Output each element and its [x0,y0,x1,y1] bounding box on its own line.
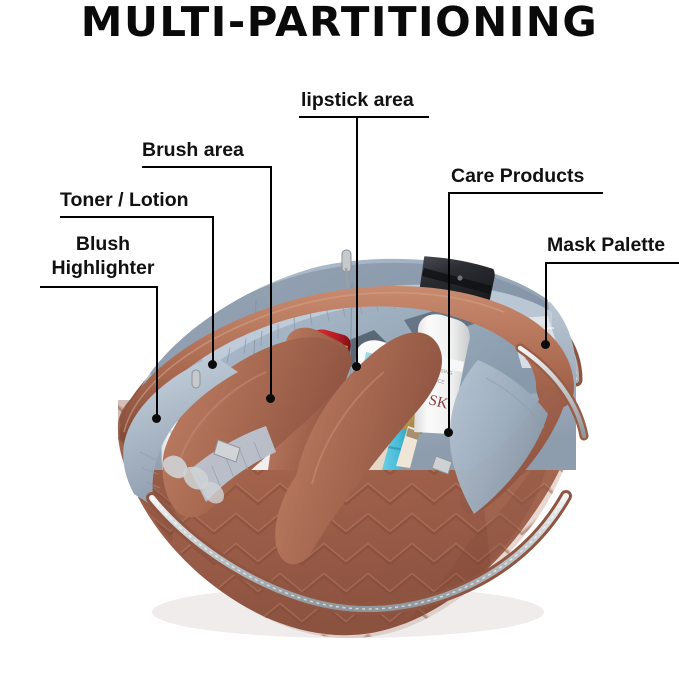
callout-label-toner-lotion: Toner / Lotion [60,189,189,211]
callout-rule [40,286,158,288]
callout-endpoint-dot [444,428,453,437]
callout-label-highlighter: Highlighter [51,257,155,279]
callout-label-mask-palette: Mask Palette [547,234,666,256]
callout-label-blush: Blush [75,233,131,255]
front-left-lining [123,356,238,508]
callout-rule [299,116,429,118]
callout-rule [448,192,603,194]
callout-endpoint-dot [152,414,161,423]
callout-rule [60,216,214,218]
callout-endpoint-dot [208,360,217,369]
callout-endpoint-dot [266,394,275,403]
callout-endpoint-dot [352,362,361,371]
callout-leader [448,192,450,432]
callout-label-lipstick-area: lipstick area [301,89,414,111]
zipper-slider-right [431,455,453,475]
brand-emblem [162,455,224,504]
front-lower-zipper [146,490,572,615]
callout-rule [142,166,272,168]
callout-leader [212,216,214,364]
side-zipper [515,343,589,441]
zipper-slider-left [213,439,241,463]
front-center-divider [275,332,442,565]
callout-endpoint-dot [541,340,550,349]
callout-rule [545,262,679,264]
callout-leader [356,116,358,366]
callout-label-care-products: Care Products [451,165,585,187]
svg-text:SK: SK [427,392,450,412]
bag-opening-rim [119,285,574,446]
callout-leader [156,286,158,418]
callout-leader [545,262,547,344]
right-lining-panel [449,360,548,514]
callout-label-brush-area: Brush area [142,139,244,161]
zipper-pull-left [191,369,201,389]
callout-leader [270,166,272,398]
page-title: MULTI-PARTITIONING [80,0,599,46]
zipper-pull-center [341,249,352,289]
